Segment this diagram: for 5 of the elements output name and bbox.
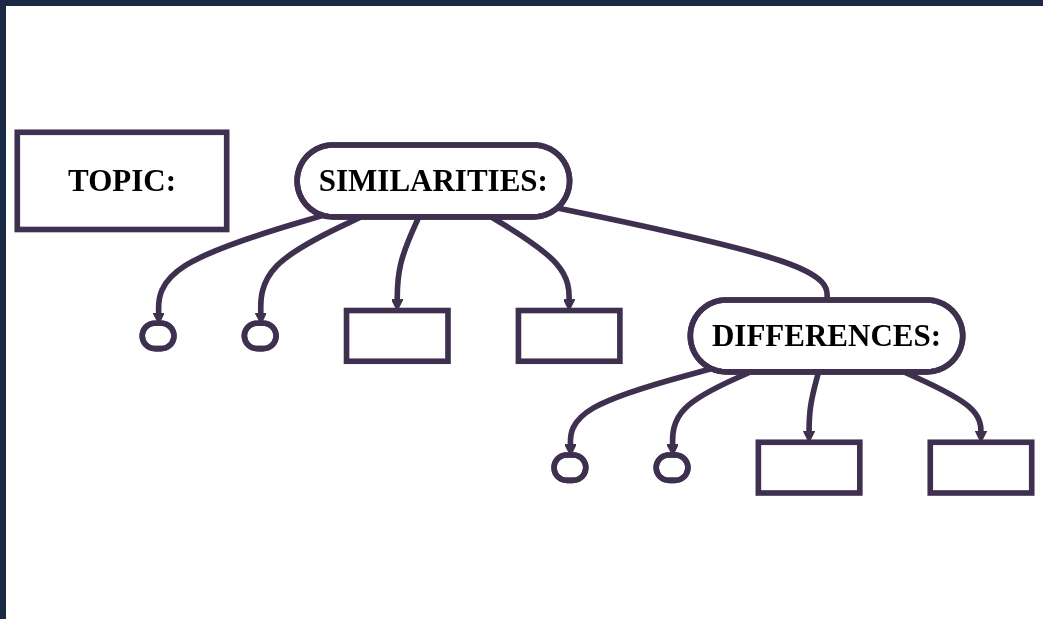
node-box <box>927 439 1035 496</box>
node-box <box>343 307 451 364</box>
node-box <box>515 307 623 364</box>
node-box <box>755 439 863 496</box>
node-box: TOPIC: <box>14 129 230 233</box>
